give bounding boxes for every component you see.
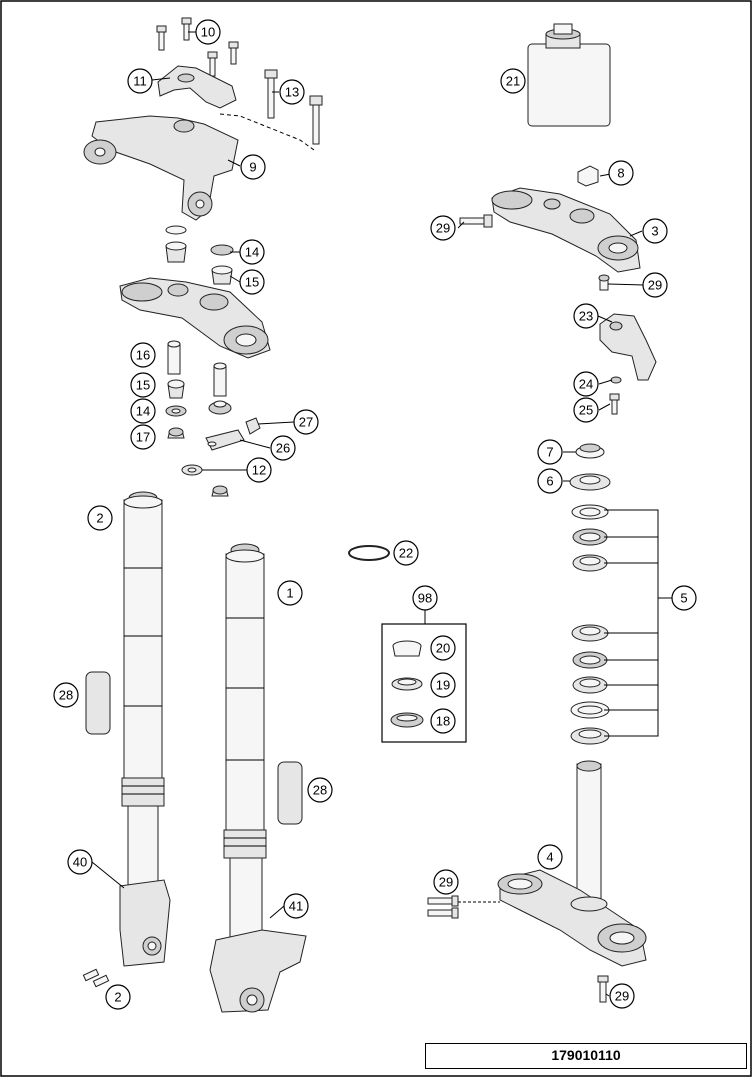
svg-text:23: 23 <box>579 309 593 324</box>
fork-bottom-bolts <box>82 968 110 988</box>
svg-text:26: 26 <box>276 441 290 456</box>
svg-text:13: 13 <box>285 85 299 100</box>
svg-text:15: 15 <box>136 378 150 393</box>
upper-triple-clamp-right <box>459 165 641 291</box>
svg-text:6: 6 <box>546 474 553 489</box>
callout-29b: 29 <box>642 272 668 298</box>
callout-5: 5 <box>671 585 697 611</box>
svg-text:5: 5 <box>680 591 687 606</box>
callout-24: 24 <box>573 371 599 397</box>
callout-17: 17 <box>130 424 156 450</box>
svg-text:22: 22 <box>399 546 413 561</box>
svg-text:98: 98 <box>418 591 432 606</box>
fork-protector-pads <box>85 671 303 825</box>
callout-29d: 29 <box>609 983 635 1009</box>
callout-9: 9 <box>240 154 266 180</box>
handlebar-clamp-assembly <box>83 17 323 221</box>
fork-oil-can <box>527 23 611 127</box>
svg-text:16: 16 <box>136 348 150 363</box>
svg-text:29: 29 <box>436 221 450 236</box>
callout-28-left: 28 <box>53 682 79 708</box>
svg-text:28: 28 <box>59 688 73 703</box>
fork-leg-left <box>119 491 171 967</box>
callout-8: 8 <box>608 160 634 186</box>
svg-text:1: 1 <box>286 586 293 601</box>
svg-text:8: 8 <box>617 166 624 181</box>
svg-text:40: 40 <box>73 855 87 870</box>
o-ring <box>348 545 390 561</box>
callout-1: 1 <box>277 580 303 606</box>
callout-2-top: 2 <box>87 505 113 531</box>
svg-text:10: 10 <box>201 25 215 40</box>
callout-2-bottom: 2 <box>105 984 131 1010</box>
svg-text:24: 24 <box>579 377 593 392</box>
svg-text:2: 2 <box>96 511 103 526</box>
callout-16: 16 <box>130 342 156 368</box>
callout-7: 7 <box>537 439 563 465</box>
svg-text:27: 27 <box>299 415 313 430</box>
callout-26: 26 <box>270 435 296 461</box>
spacers-and-washers <box>165 340 261 497</box>
svg-text:7: 7 <box>546 445 553 460</box>
callout-41: 41 <box>283 893 309 919</box>
callout-21: 21 <box>500 68 526 94</box>
upper-triple-clamp-left <box>119 225 271 359</box>
svg-text:19: 19 <box>436 678 450 693</box>
svg-text:9: 9 <box>249 160 256 175</box>
svg-text:25: 25 <box>579 403 593 418</box>
svg-text:3: 3 <box>651 224 658 239</box>
callout-19: 19 <box>430 672 456 698</box>
callout-29c: 29 <box>433 869 459 895</box>
svg-text:20: 20 <box>436 641 450 656</box>
callout-13: 13 <box>279 79 305 105</box>
callout-14a: 14 <box>239 239 265 265</box>
svg-text:21: 21 <box>506 74 520 89</box>
callout-11: 11 <box>127 68 153 94</box>
cable-guide-and-fasteners <box>599 313 657 415</box>
svg-text:4: 4 <box>546 850 553 865</box>
callout-3: 3 <box>642 218 668 244</box>
svg-text:15: 15 <box>245 275 259 290</box>
svg-text:2: 2 <box>114 990 121 1005</box>
steering-head-bearing-stack <box>569 443 611 745</box>
svg-text:17: 17 <box>136 430 150 445</box>
callout-15a: 15 <box>239 269 265 295</box>
callout-27: 27 <box>293 409 319 435</box>
fork-leg-right <box>209 543 307 1013</box>
svg-text:41: 41 <box>289 899 303 914</box>
svg-text:29: 29 <box>439 875 453 890</box>
callout-4: 4 <box>537 844 563 870</box>
lower-triple-clamp-with-stem <box>427 760 647 1003</box>
callout-98: 98 <box>412 585 438 611</box>
svg-text:12: 12 <box>252 463 266 478</box>
svg-text:14: 14 <box>136 404 150 419</box>
callout-28-right: 28 <box>307 777 333 803</box>
svg-text:11: 11 <box>133 74 147 89</box>
callout-20: 20 <box>430 635 456 661</box>
svg-text:28: 28 <box>313 783 327 798</box>
callout-18: 18 <box>430 708 456 734</box>
svg-text:14: 14 <box>245 245 259 260</box>
callout-14b: 14 <box>130 398 156 424</box>
callout-6: 6 <box>537 468 563 494</box>
callout-23: 23 <box>573 303 599 329</box>
svg-text:18: 18 <box>436 714 450 729</box>
callout-25: 25 <box>573 397 599 423</box>
svg-text:29: 29 <box>615 989 629 1004</box>
callout-22: 22 <box>393 540 419 566</box>
figure-number-label: 179010110 <box>425 1043 747 1069</box>
callout-29a: 29 <box>430 215 456 241</box>
callout-15b: 15 <box>130 372 156 398</box>
callout-40: 40 <box>67 849 93 875</box>
callout-12: 12 <box>246 457 272 483</box>
svg-text:29: 29 <box>648 278 662 293</box>
callout-10: 10 <box>195 19 221 45</box>
callout-5-bracket <box>604 509 672 737</box>
